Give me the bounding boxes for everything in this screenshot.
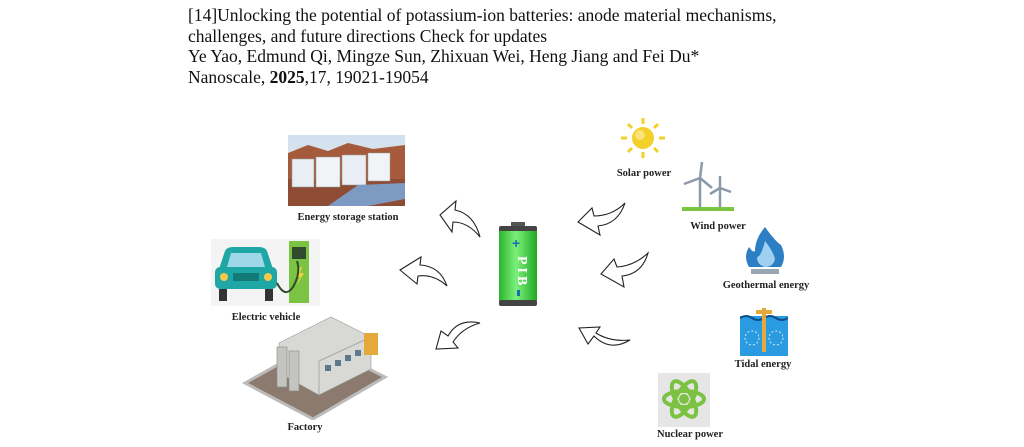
publication-year: 2025	[269, 66, 305, 87]
reference-entry: [14]Unlocking the potential of potassium…	[188, 5, 777, 87]
electric-vehicle-label: Electric vehicle	[231, 312, 301, 323]
factory-image	[239, 315, 389, 420]
svg-text:+: +	[512, 235, 520, 251]
paper-title-line-2: challenges, and future directions Check …	[188, 25, 548, 46]
battery-label: PIB	[514, 256, 529, 288]
energy-storage-station-image	[288, 135, 405, 206]
atom-icon	[658, 373, 710, 427]
arrow-to-ev	[399, 255, 448, 287]
paper-title-line-1: [14]Unlocking the potential of potassium…	[188, 5, 777, 25]
tidal-turbine-icon	[740, 306, 788, 356]
arrow-to-storage	[439, 199, 481, 238]
energy-storage-station-label: Energy storage station	[297, 212, 399, 223]
volume-pages: ,17, 19021-19054	[304, 66, 429, 87]
arrow-from-tidal	[578, 326, 631, 346]
tidal-energy-label: Tidal energy	[734, 359, 792, 370]
factory-label: Factory	[287, 422, 323, 433]
arrow-to-factory	[435, 321, 481, 350]
wind-turbine-icon	[680, 162, 735, 212]
arrow-from-solar	[577, 202, 626, 237]
flame-icon	[743, 227, 787, 275]
wind-power-label: Wind power	[690, 221, 746, 232]
arrow-from-geothermal	[600, 251, 650, 289]
journal-name: Nanoscale,	[188, 66, 270, 87]
pib-battery-icon: + PIB	[496, 222, 540, 310]
geothermal-energy-label: Geothermal energy	[722, 280, 810, 291]
sun-icon	[613, 118, 673, 158]
paper-citation: Nanoscale, 2025,17, 19021-19054	[188, 67, 777, 88]
paper-authors: Ye Yao, Edmund Qi, Mingze Sun, Zhixuan W…	[188, 46, 700, 67]
solar-power-label: Solar power	[616, 168, 672, 179]
nuclear-power-label: Nuclear power	[657, 429, 723, 440]
electric-vehicle-image	[211, 239, 320, 306]
